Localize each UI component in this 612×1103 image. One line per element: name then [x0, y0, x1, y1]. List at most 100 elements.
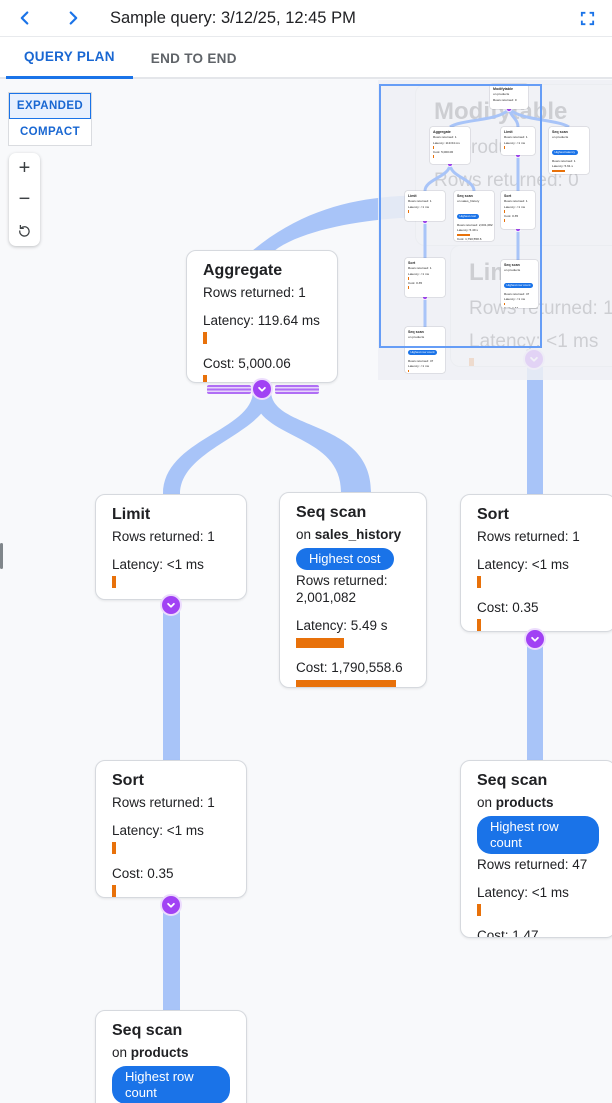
collapse-chevron-button[interactable] [160, 894, 182, 916]
minimap-node-line: Rows returned: 47 [504, 291, 530, 296]
minimap-node-seqscan-sales-history[interactable]: Seq scan on sales_history Highest cost R… [454, 191, 494, 241]
minimap-node-line: Rows returned: 1 [552, 158, 576, 163]
cost: Cost: 1.47 [477, 928, 539, 938]
edge-bundle-stripes [207, 385, 251, 394]
top-bar: Sample query: 3/12/25, 12:45 PM [0, 0, 612, 37]
reset-view-button[interactable] [9, 215, 40, 246]
rows-returned-value: 2,001,082 [296, 590, 357, 605]
chevron-down-icon [258, 386, 266, 392]
rows-returned: Rows returned: 1 [477, 529, 580, 544]
chevron-down-icon [167, 902, 175, 908]
plan-canvas[interactable]: Modifytable on products Rows returned: 0… [0, 79, 612, 1103]
minimap-latency-bar [504, 210, 506, 213]
minimap-latency-bar [408, 210, 410, 213]
minimap-node-line: Cost: 5,000.06 [433, 149, 454, 154]
latency: Latency: <1 ms [112, 557, 204, 572]
minimap-latency-bar [457, 233, 470, 237]
cost-bar [112, 885, 116, 897]
minimap-node-limit-top[interactable]: Limit Rows returned: 1 Latency: <1 ms [501, 127, 535, 155]
chevron-right-icon [69, 11, 78, 25]
fullscreen-button[interactable] [572, 3, 602, 33]
minimap-node-modifytable[interactable]: Modifytable on products Rows returned: 0 [490, 84, 528, 109]
minimap-node-sort-left[interactable]: Sort Rows returned: 1 Latency: <1 ms Cos… [405, 258, 445, 297]
plan-node-aggregate[interactable]: Aggregate Rows returned: 1 Latency: 119.… [186, 250, 338, 383]
on-prefix: on [296, 527, 312, 542]
tab-bar: QUERY PLAN END TO END [0, 37, 612, 79]
minimap-badge: Highest latency [552, 149, 578, 155]
minimap-node-seqscan-highest-latency[interactable]: Seq scan on products Highest latency Row… [549, 127, 589, 174]
minimap-cost-bar [408, 286, 410, 289]
minimap-node-line: Rows returned: 1 [433, 135, 457, 140]
minimap-viewport[interactable] [379, 84, 542, 348]
rows-returned: Rows returned: 1 [112, 795, 215, 810]
cost: Cost: 0.35 [477, 600, 539, 615]
minimap-node-line: Cost: 1.50 [552, 173, 586, 174]
minimap-node-title: Modifytable [493, 86, 513, 91]
table-name: products [495, 795, 554, 810]
minimap-node-line: Latency: <1 ms [504, 140, 526, 145]
node-table: on sales_history [296, 526, 410, 543]
minimap-node-aggregate[interactable]: Aggregate Rows returned: 1 Latency: 119.… [430, 127, 470, 164]
minimap-node-seqscan-products-right[interactable]: Seq scan on products Highest row count R… [501, 260, 538, 308]
cost: Cost: 1,790,558.6 [296, 660, 403, 675]
minimap-node-line: Latency: 119.64 ms [433, 140, 460, 145]
edge-aggregate-to-seqscan [253, 391, 371, 492]
minimap-node-line: Rows returned: 1 [408, 266, 432, 271]
latency-bar [112, 576, 116, 588]
reset-rotate-icon [19, 224, 30, 237]
latency: Latency: <1 ms [477, 557, 569, 572]
edge-bundle-stripes [275, 385, 319, 394]
chevron-left-icon [20, 11, 29, 25]
scrollbar-thumb[interactable] [0, 543, 3, 569]
minimap-edge [448, 163, 476, 192]
minimap-node-limit-mid[interactable]: Limit Rows returned: 1 Latency: <1 ms [405, 191, 445, 221]
minimap-node-title: Seq scan [504, 262, 520, 267]
cost-bar [477, 619, 481, 631]
tab-query-plan[interactable]: QUERY PLAN [6, 37, 133, 79]
minimap-node-line: Latency: <1 ms [408, 364, 430, 369]
edge-limit-to-sort [163, 605, 180, 760]
minimap-node-title: Limit [504, 129, 513, 134]
collapse-chevron-button[interactable] [524, 628, 546, 650]
minimap-node-line: Latency: 5.49 s [457, 228, 478, 233]
minimap-node-line: Rows returned: 1 [408, 199, 432, 204]
zoom-in-button[interactable]: + [18, 157, 31, 179]
chevron-down-icon [167, 602, 175, 608]
tab-end-to-end[interactable]: END TO END [150, 50, 237, 66]
rows-returned: Rows returned: 1 [112, 529, 215, 544]
edge-sort-to-seqscan-bottom [163, 905, 180, 1010]
compact-button[interactable]: COMPACT [9, 119, 91, 145]
minimap-node-line: Rows returned: 1 [504, 135, 528, 140]
plan-node-sort-left[interactable]: Sort Rows returned: 1 Latency: <1 ms Cos… [95, 760, 247, 898]
node-title: Seq scan [112, 1022, 183, 1039]
zoom-out-button[interactable]: − [18, 188, 31, 210]
node-title: Sort [112, 772, 144, 789]
minimap-node-line: Latency: <1 ms [408, 204, 430, 209]
minimap-node-title: Sort [408, 260, 416, 265]
collapse-chevron-button[interactable] [251, 378, 273, 400]
plan-node-seqscan-products-right[interactable]: Seq scan on products Highest row count R… [460, 760, 612, 938]
zoom-controls: + − [9, 153, 40, 246]
rows-returned: Rows returned: [296, 573, 388, 588]
back-button[interactable] [10, 3, 40, 33]
minimap-node-title: Seq scan [552, 129, 568, 134]
plan-node-limit[interactable]: Limit Rows returned: 1 Latency: <1 ms [95, 494, 247, 600]
cost-bar [203, 375, 207, 382]
minimap-latency-bar [408, 369, 410, 373]
minimap-node-title: Aggregate [433, 129, 451, 134]
minimap-node-title: Seq scan [408, 329, 424, 334]
edge-aggregate-to-limit [163, 391, 271, 494]
collapse-chevron-button[interactable] [160, 594, 182, 616]
expanded-button[interactable]: EXPANDED [9, 93, 91, 119]
plan-node-sort-right[interactable]: Sort Rows returned: 1 Latency: <1 ms Cos… [460, 494, 612, 632]
rows-returned: Rows returned: 1 [203, 285, 306, 300]
latency-bar [477, 904, 481, 916]
minimap-node-seqscan-products-left[interactable]: Seq scan on products Highest row count R… [405, 327, 445, 373]
minimap-cost-bar [433, 155, 435, 158]
cost-bar [296, 680, 396, 687]
minimap-badge: Highest cost [457, 213, 479, 219]
plan-node-seqscan-products-bottom[interactable]: Seq scan on products Highest row count R… [95, 1010, 247, 1103]
plan-node-seqscan-sales-history[interactable]: Seq scan on sales_history Highest cost R… [279, 492, 427, 688]
minimap-node-sort-right[interactable]: Sort Rows returned: 1 Latency: <1 ms Cos… [501, 191, 535, 229]
forward-button[interactable] [58, 3, 88, 33]
